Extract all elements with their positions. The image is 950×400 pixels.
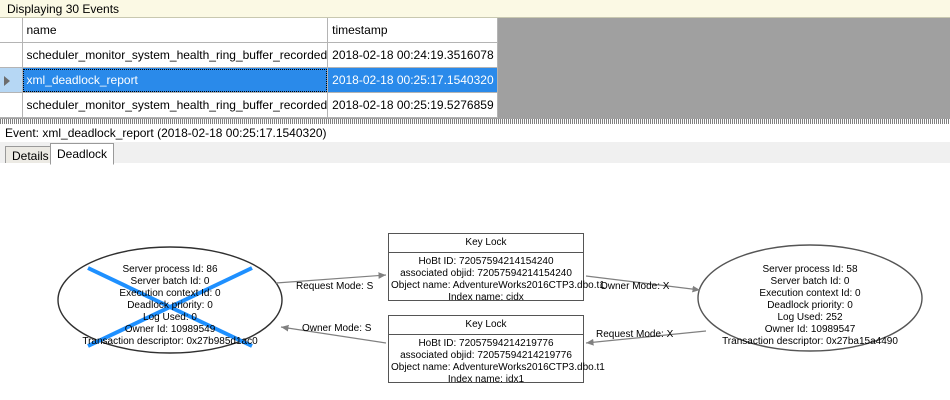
row-selector-arrow-icon — [4, 75, 10, 86]
tab-strip: Details Deadlock — [0, 142, 950, 165]
process-left-line-6: Transaction descriptor: 0x27b985d1ac0 — [82, 336, 258, 347]
keylock-top-line-1: associated objid: 72057594214154240 — [400, 268, 572, 279]
cell-event-timestamp[interactable]: 2018-02-18 00:24:19.3516078 — [327, 42, 499, 68]
horizontal-splitter[interactable] — [0, 119, 950, 124]
keylock-top-line-2: Object name: AdventureWorks2016CTP3.dbo.… — [391, 280, 605, 291]
table-row[interactable]: scheduler_monitor_system_health_ring_buf… — [0, 92, 499, 118]
column-header-selector — [0, 18, 23, 43]
keylock-top-body: HoBt ID: 72057594214154240 associated ob… — [389, 253, 605, 306]
process-node-right-ellipse[interactable] — [697, 244, 923, 352]
process-right-line-1: Server batch Id: 0 — [770, 276, 850, 287]
process-left-line-0: Server process Id: 86 — [122, 264, 218, 275]
table-row[interactable]: xml_deadlock_report 2018-02-18 00:25:17.… — [0, 67, 499, 93]
process-node-right-label: Server process Id: 58 Server batch Id: 0… — [700, 264, 920, 348]
row-selector-cell[interactable] — [0, 92, 23, 118]
edge-label-owner-s: Owner Mode: S — [302, 323, 372, 334]
events-grid[interactable]: name timestamp scheduler_monitor_system_… — [0, 18, 950, 119]
victim-cross-icon — [87, 266, 253, 348]
cell-event-timestamp[interactable]: 2018-02-18 00:25:17.1540320 — [327, 67, 499, 93]
cell-event-timestamp[interactable]: 2018-02-18 00:25:19.5276859 — [327, 92, 499, 118]
cell-event-name[interactable]: scheduler_monitor_system_health_ring_buf… — [22, 42, 329, 68]
keylock-top-title: Key Lock — [389, 234, 583, 253]
column-header-timestamp[interactable]: timestamp — [327, 18, 499, 43]
tab-details[interactable]: Details — [5, 146, 56, 164]
keylock-bottom-line-1: associated objid: 72057594214219776 — [400, 350, 572, 361]
process-node-left-label: Server process Id: 86 Server batch Id: 0… — [60, 264, 280, 348]
keylock-bottom-title: Key Lock — [389, 316, 583, 335]
tab-deadlock[interactable]: Deadlock — [50, 143, 115, 165]
process-right-line-3: Deadlock priority: 0 — [767, 300, 853, 311]
row-selector-cell[interactable] — [0, 42, 23, 68]
edge-request-x-line — [585, 330, 707, 346]
keylock-bottom-line-0: HoBt ID: 72057594214219776 — [418, 338, 554, 349]
keylock-top-line-3: Index name: cidx — [448, 292, 524, 303]
events-banner-label: Displaying 30 Events — [7, 2, 120, 16]
column-header-name[interactable]: name — [22, 18, 329, 43]
process-left-line-1: Server batch Id: 0 — [130, 276, 210, 287]
deadlock-graph-svg — [57, 244, 923, 354]
keylock-bottom-line-3: Index name: idx1 — [447, 374, 525, 385]
edge-owner-s-line — [280, 324, 387, 344]
events-table-header-row: name timestamp — [0, 18, 499, 43]
event-header-label: Event: xml_deadlock_report (2018-02-18 0… — [5, 126, 327, 140]
edge-label-owner-x: Owner Mode: X — [600, 281, 670, 292]
edge-request-s-line — [275, 272, 387, 284]
keylock-bottom-line-2: Object name: AdventureWorks2016CTP3.dbo.… — [391, 362, 605, 373]
process-right-line-0: Server process Id: 58 — [762, 264, 858, 275]
edge-label-request-x: Request Mode: X — [596, 329, 674, 340]
events-banner: Displaying 30 Events — [0, 0, 950, 18]
process-node-left-ellipse[interactable] — [57, 246, 283, 354]
process-left-line-4: Log Used: 0 — [143, 312, 197, 323]
edge-label-request-s: Request Mode: S — [296, 281, 374, 292]
edge-owner-x-line — [585, 275, 701, 293]
cell-event-name[interactable]: xml_deadlock_report — [22, 67, 329, 93]
keylock-bottom-body: HoBt ID: 72057594214219776 associated ob… — [389, 335, 605, 388]
event-header: Event: xml_deadlock_report (2018-02-18 0… — [0, 124, 950, 142]
process-right-line-4: Log Used: 252 — [777, 312, 843, 323]
cell-event-name[interactable]: scheduler_monitor_system_health_ring_buf… — [22, 92, 329, 118]
deadlock-graph-canvas[interactable]: Server process Id: 86 Server batch Id: 0… — [0, 163, 950, 400]
process-left-line-5: Owner Id: 10989549 — [124, 324, 216, 335]
process-left-line-2: Execution context Id: 0 — [119, 288, 221, 299]
keylock-top-line-0: HoBt ID: 72057594214154240 — [418, 256, 554, 267]
process-right-line-6: Transaction descriptor: 0x27ba15a4490 — [722, 336, 898, 347]
process-right-line-2: Execution context Id: 0 — [759, 288, 861, 299]
row-selector-cell[interactable] — [0, 67, 23, 93]
process-left-line-3: Deadlock priority: 0 — [127, 300, 213, 311]
resource-node-keylock-bottom[interactable]: Key Lock HoBt ID: 72057594214219776 asso… — [388, 315, 605, 385]
events-table: name timestamp scheduler_monitor_system_… — [0, 18, 499, 118]
resource-node-keylock-top[interactable]: Key Lock HoBt ID: 72057594214154240 asso… — [388, 233, 605, 303]
process-right-line-5: Owner Id: 10989547 — [764, 324, 856, 335]
table-row[interactable]: scheduler_monitor_system_health_ring_buf… — [0, 42, 499, 68]
